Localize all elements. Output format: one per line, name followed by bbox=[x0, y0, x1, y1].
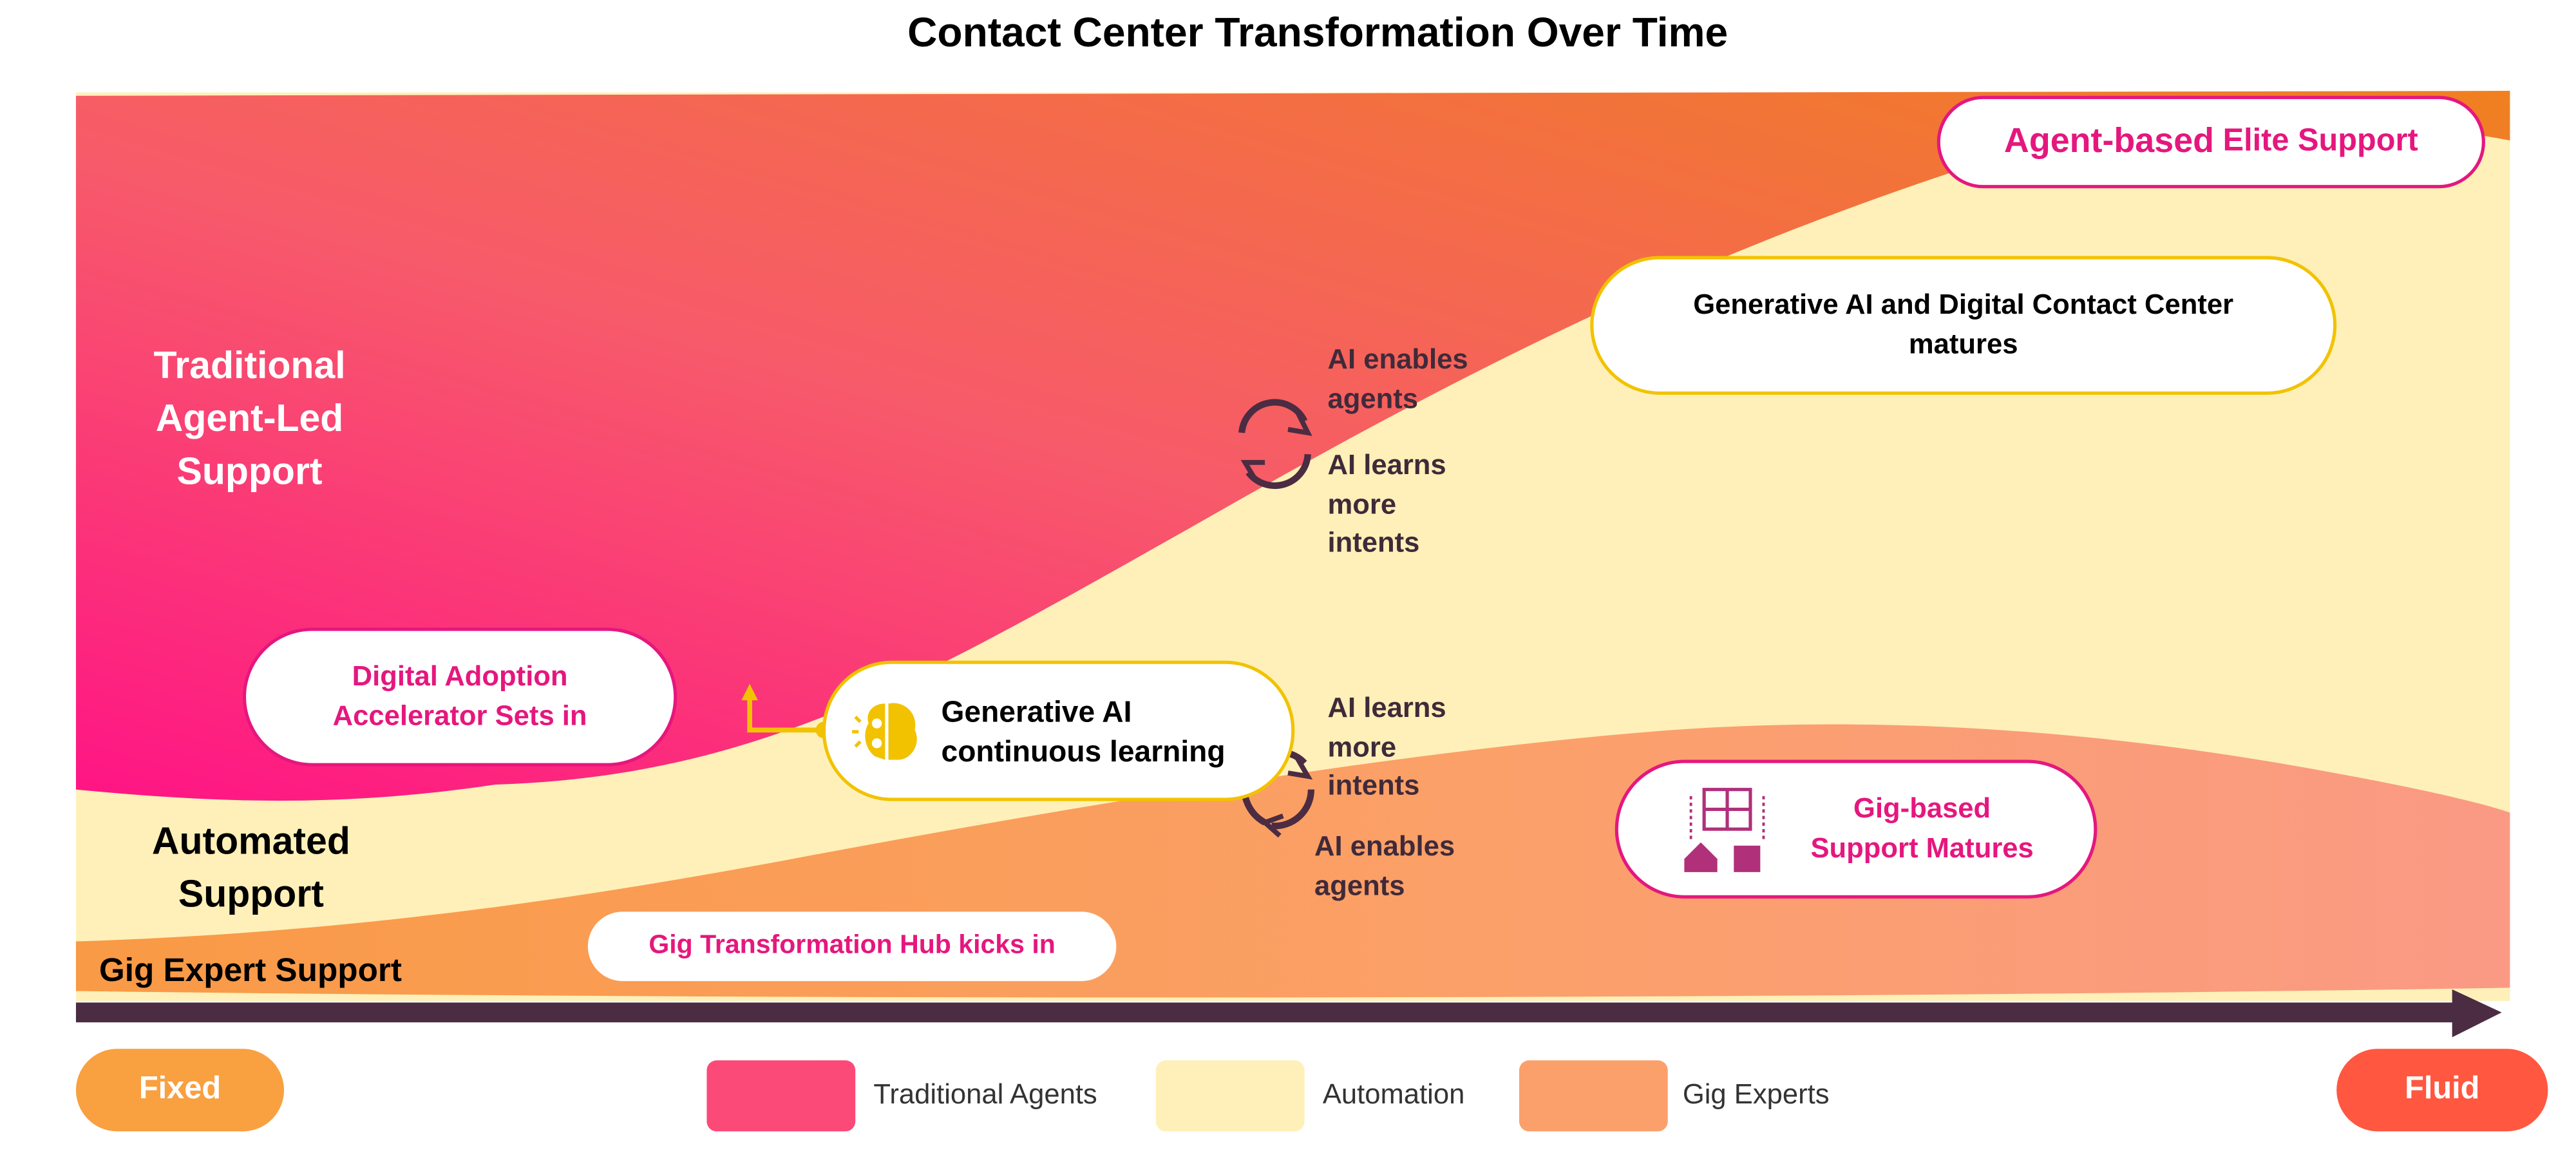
cycle-upper-bottom-text: AI learns more intents bbox=[1328, 446, 1446, 562]
label-line: Agent-Led bbox=[155, 396, 344, 440]
callout-digital-adoption: Digital Adoption Accelerator Sets in bbox=[242, 627, 677, 767]
callout-strong: Agent-based bbox=[2003, 122, 2215, 160]
text-line: AI enables bbox=[1327, 343, 1468, 376]
cycle-icon bbox=[1238, 399, 1312, 490]
text-line: AI learns bbox=[1327, 449, 1446, 481]
label-line: Support bbox=[178, 872, 324, 915]
text-line: AI learns bbox=[1327, 692, 1446, 724]
callout-elite-support: Agent-based Elite Support bbox=[1937, 95, 2485, 189]
callout-line: Digital Adoption bbox=[352, 660, 568, 692]
legend-label-gig: Gig Experts bbox=[1682, 1078, 1830, 1111]
timeline-arrow bbox=[75, 989, 2502, 1038]
callout-line: Gig-based bbox=[1853, 792, 1991, 825]
callout-line: continuous learning bbox=[941, 734, 1226, 768]
text-line: agents bbox=[1327, 382, 1419, 414]
callout-line: Generative AI bbox=[941, 694, 1132, 728]
callout-gig-hub: Gig Transformation Hub kicks in bbox=[587, 911, 1117, 982]
gig-building-icon bbox=[1685, 788, 1766, 872]
traditional-support-label: Traditional Agent-Led Support bbox=[153, 339, 345, 497]
axis-start-fixed: Fixed bbox=[75, 1049, 285, 1132]
text-line: more bbox=[1327, 488, 1397, 520]
legend-swatch-gig bbox=[1519, 1060, 1668, 1132]
callout-text: Elite Support bbox=[2214, 124, 2418, 159]
legend-label-automation: Automation bbox=[1322, 1078, 1465, 1111]
callout-genai-matures: Generative AI and Digital Contact Center… bbox=[1590, 256, 2337, 395]
text-line: intents bbox=[1327, 769, 1420, 801]
brain-gear-icon bbox=[852, 702, 917, 759]
callout-line: Generative AI and Digital Contact Center bbox=[1693, 289, 2234, 321]
legend-swatch-traditional bbox=[706, 1060, 856, 1132]
callout-line: Support Matures bbox=[1810, 832, 2034, 864]
label-line: Support bbox=[176, 449, 323, 493]
connector-arrowhead bbox=[741, 683, 758, 701]
axis-end-fluid: Fluid bbox=[2336, 1049, 2548, 1132]
automated-support-label: Automated Support bbox=[152, 814, 350, 920]
text-line: more bbox=[1327, 730, 1397, 763]
callout-line: Accelerator Sets in bbox=[332, 700, 587, 732]
connector-line bbox=[747, 697, 824, 733]
text-line: intents bbox=[1327, 526, 1420, 558]
callout-genai-learning: Generative AI continuous learning bbox=[822, 660, 1295, 801]
cycle-upper-top-text: AI enables agents bbox=[1328, 340, 1468, 418]
legend-label-traditional: Traditional Agents bbox=[873, 1078, 1097, 1111]
label-line: Automated bbox=[151, 819, 350, 863]
callout-line: matures bbox=[1908, 329, 2018, 360]
cycle-lower-bottom-text: AI enables agents bbox=[1314, 828, 1455, 906]
text-line: AI enables bbox=[1314, 830, 1455, 863]
label-line: Traditional bbox=[153, 343, 346, 386]
callout-gig-matures: Gig-based Support Matures bbox=[1615, 759, 2098, 899]
text-line: agents bbox=[1314, 869, 1405, 901]
cycle-lower-top-text: AI learns more intents bbox=[1328, 689, 1446, 805]
traditional-agents-band bbox=[75, 91, 2510, 801]
page-title: Contact Center Transformation Over Time bbox=[907, 10, 1728, 57]
legend-swatch-automation bbox=[1155, 1060, 1305, 1132]
gig-expert-support-label: Gig Expert Support bbox=[99, 953, 402, 989]
